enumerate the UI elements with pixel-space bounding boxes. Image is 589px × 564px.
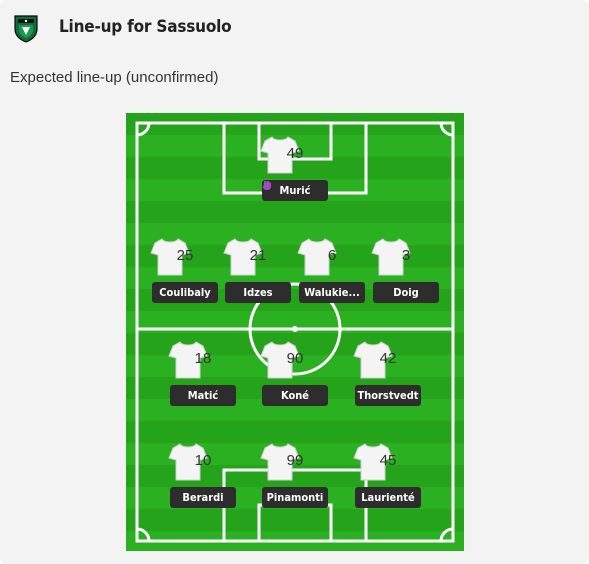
shirt-number: 45 [379,452,397,469]
player-f3[interactable]: 45 Laurienté [353,442,423,516]
shirt-number: 90 [286,350,304,367]
shirt-number: 42 [379,350,397,367]
shirt-number: 3 [401,247,411,264]
player-name: Walukie... [299,282,365,303]
player-gk[interactable]: 49 Murić [260,135,330,209]
shirt-icon [168,341,208,379]
player-name: Coulibaly [152,282,218,303]
goalkeeper-glove-icon [263,181,271,190]
player-d3[interactable]: 6 Walukie... [297,237,367,311]
player-name: Murić [262,180,328,201]
shirt-number: 18 [194,350,212,367]
player-m1[interactable]: 18 Matić [168,340,238,414]
shirt-icon [223,238,263,276]
player-name: Thorstvedt [355,385,421,406]
shirt-icon [353,443,393,481]
player-d4[interactable]: 3 Doig [371,237,441,311]
shirt-icon [260,341,300,379]
shirt-icon [150,238,190,276]
shirt-number: 10 [194,452,212,469]
sassuolo-crest-icon [14,15,38,43]
shirt-number: 25 [176,247,194,264]
player-d2[interactable]: 21 Idzes [223,237,293,311]
player-name: Laurienté [355,487,421,508]
player-d1[interactable]: 25 Coulibaly [150,237,220,311]
player-name: Matić [170,385,236,406]
shirt-number: 21 [249,247,267,264]
player-f1[interactable]: 10 Berardi [168,442,238,516]
shirt-number: 99 [286,452,304,469]
player-name: Berardi [170,487,236,508]
football-pitch: 49 Murić 25 Coulibaly 21 Idzes 6 Walukie… [126,113,464,551]
player-name: Idzes [225,282,291,303]
shirt-number: 6 [327,247,337,264]
shirt-icon [297,238,337,276]
player-m3[interactable]: 42 Thorstvedt [353,340,423,414]
page-title: Line-up for Sassuolo [59,17,232,37]
shirt-icon [260,136,300,174]
shirt-icon [371,238,411,276]
shirt-icon [260,443,300,481]
player-m2[interactable]: 90 Koné [260,340,330,414]
player-name: Doig [373,282,439,303]
shirt-icon [168,443,208,481]
lineup-header: Line-up for Sassuolo [0,0,589,58]
shirt-number: 49 [286,145,304,162]
player-f2[interactable]: 99 Pinamonti [260,442,330,516]
player-name: Pinamonti [262,487,328,508]
shirt-icon [353,341,393,379]
player-name: Koné [262,385,328,406]
lineup-status: Expected line-up (unconfirmed) [10,69,219,86]
